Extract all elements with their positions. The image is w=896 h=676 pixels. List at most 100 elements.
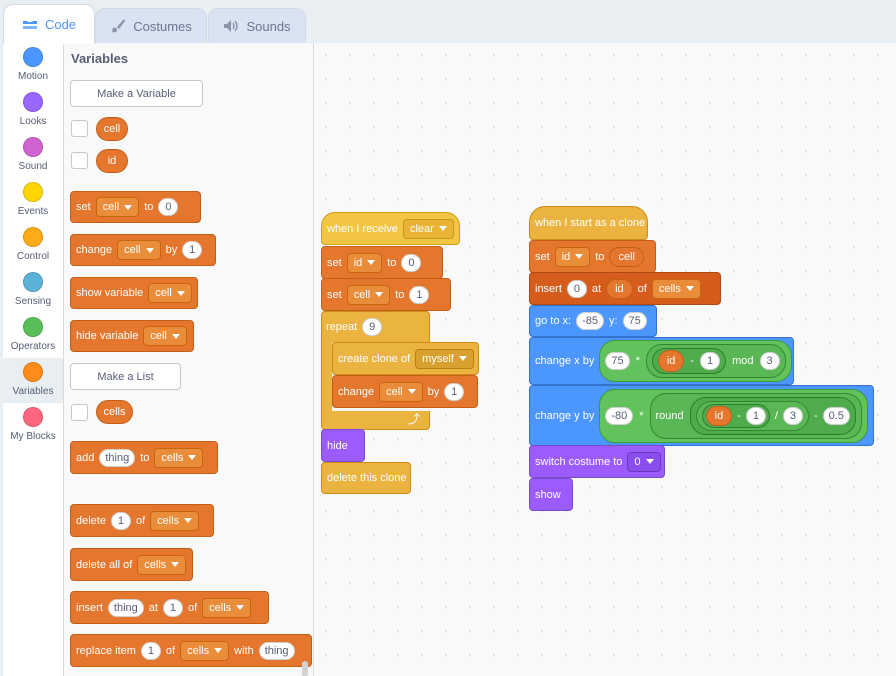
delete-this-clone-block[interactable]: delete this clone [321, 462, 411, 494]
palette-scrollbar[interactable] [302, 661, 308, 676]
delete-of-list-block[interactable]: delete 1 of cells [70, 504, 214, 537]
changey-multiply-operator[interactable]: -80 * round id - 1 / 3 - 0.5 [599, 388, 868, 443]
changex-a-input[interactable]: 75 [605, 352, 630, 370]
insert-at-list-block[interactable]: insert thing at 1 of cells [70, 591, 269, 624]
changex-c-input[interactable]: 3 [759, 352, 780, 370]
s2-insert-value-input[interactable]: 0 [566, 279, 587, 298]
show-block[interactable]: show [529, 478, 573, 511]
change-x-by-block[interactable]: change x by 75 * id - 1 mod 3 [529, 337, 794, 385]
create-clone-block[interactable]: create clone of myself [332, 342, 479, 375]
category-looks[interactable]: Looks [3, 88, 63, 133]
delete-all-of-list-block[interactable]: delete all of cells [70, 548, 193, 581]
script-workspace[interactable]: when I receive clear set id to 0 set cel… [314, 43, 896, 676]
variable-reporter-id[interactable]: id [96, 149, 128, 173]
list-checkbox-cells[interactable] [71, 404, 88, 421]
set-cell-block[interactable]: set cell to 1 [321, 278, 451, 311]
show-var-dropdown[interactable]: cell [148, 283, 192, 303]
when-i-receive-hat-block[interactable]: when I receive clear [321, 212, 460, 245]
go-to-xy-block[interactable]: go to x: -85 y: 75 [529, 305, 657, 337]
changex-id-reporter[interactable]: id [657, 350, 685, 372]
changey-round-operator[interactable]: round id - 1 / 3 - 0.5 [649, 392, 862, 439]
set-id-var-dropdown[interactable]: id [346, 252, 383, 273]
insert-value-input[interactable]: thing [107, 598, 144, 617]
changey-d-input[interactable]: 0.5 [822, 406, 850, 425]
insert-at-cells-block[interactable]: insert 0 at id of cells [529, 272, 721, 305]
when-i-start-as-clone-hat-block[interactable]: when I start as a clone [529, 206, 648, 240]
set-id-to-cell-block[interactable]: set id to cell [529, 240, 656, 273]
category-variables[interactable]: Variables [3, 358, 63, 403]
insert-index-input[interactable]: 1 [162, 598, 183, 617]
variable-checkbox-id[interactable] [71, 152, 88, 169]
changey-minus-outer-operator[interactable]: id - 1 / 3 - 0.5 [689, 396, 856, 435]
add-value-input[interactable]: thing [99, 448, 136, 467]
change-cell-block[interactable]: change cell by 1 [332, 375, 478, 408]
change-value-input[interactable]: 1 [182, 241, 203, 259]
delete-list-dropdown[interactable]: cells [150, 510, 200, 531]
hide-block[interactable]: hide [321, 429, 365, 462]
set-var-dropdown[interactable]: cell [95, 197, 140, 217]
s2-set-cell-reporter[interactable]: cell [609, 246, 644, 267]
repeat-count-input[interactable]: 9 [362, 318, 383, 336]
category-motion[interactable]: Motion [3, 43, 63, 88]
delete-index-input[interactable]: 1 [110, 511, 131, 530]
category-operators[interactable]: Operators [3, 313, 63, 358]
changey-minus-inner-operator[interactable]: id - 1 [701, 403, 770, 428]
changex-b-input[interactable]: 1 [700, 352, 721, 370]
add-list-dropdown[interactable]: cells [154, 447, 204, 468]
replace-item-block[interactable]: replace item 1 of cells with thing [70, 634, 312, 667]
changex-mod-operator[interactable]: id - 1 mod 3 [645, 344, 786, 378]
set-id-value-input[interactable]: 0 [401, 253, 422, 272]
switch-costume-block[interactable]: switch costume to 0 [529, 445, 665, 478]
s2-insert-id-reporter[interactable]: id [606, 278, 633, 299]
tab-code[interactable]: Code [3, 4, 95, 44]
set-value-input[interactable]: 0 [158, 198, 179, 216]
hide-variable-block[interactable]: hide variable cell [70, 320, 194, 352]
changey-b-input[interactable]: 1 [745, 406, 766, 425]
dropdown-arrow-icon [367, 260, 376, 265]
changey-divide-operator[interactable]: id - 1 / 3 [695, 400, 809, 431]
message-value: clear [409, 222, 434, 235]
change-y-by-block[interactable]: change y by -80 * round id - 1 / 3 [529, 385, 874, 446]
replace-index-input[interactable]: 1 [140, 641, 161, 660]
category-sound[interactable]: Sound [3, 133, 63, 178]
costume-dropdown[interactable]: 0 [627, 451, 661, 472]
list-reporter-cells[interactable]: cells [96, 400, 133, 424]
variable-checkbox-cell[interactable] [71, 120, 88, 137]
make-variable-button[interactable]: Make a Variable [70, 80, 203, 107]
message-dropdown[interactable]: clear [402, 218, 454, 239]
goto-y-input[interactable]: 75 [622, 312, 647, 330]
insert-list-dropdown[interactable]: cells [202, 597, 252, 618]
set-variable-block[interactable]: set cell to 0 [70, 191, 201, 223]
delete-all-list-dropdown[interactable]: cells [137, 554, 187, 575]
category-control[interactable]: Control [3, 223, 63, 268]
s2-insert-list-dropdown[interactable]: cells [651, 278, 701, 299]
changey-c-input[interactable]: 3 [782, 406, 803, 425]
replace-list-dropdown[interactable]: cells [180, 640, 230, 661]
category-sensing[interactable]: Sensing [3, 268, 63, 313]
set-id-block[interactable]: set id to 0 [321, 246, 443, 279]
change-cell-value-input[interactable]: 1 [444, 382, 465, 401]
tab-costumes[interactable]: Costumes [95, 8, 207, 43]
goto-x-input[interactable]: -85 [576, 312, 604, 330]
make-list-button[interactable]: Make a List [70, 363, 181, 390]
change-variable-block[interactable]: change cell by 1 [70, 234, 216, 266]
category-events[interactable]: Events [3, 178, 63, 223]
changex-multiply-operator[interactable]: 75 * id - 1 mod 3 [599, 340, 792, 382]
changey-a-input[interactable]: -80 [605, 406, 634, 425]
repeat-label: repeat [326, 321, 358, 333]
change-var-dropdown[interactable]: cell [117, 240, 161, 260]
s2-set-var-dropdown[interactable]: id [554, 246, 591, 267]
set-cell-var-dropdown[interactable]: cell [346, 284, 391, 305]
changey-id-reporter[interactable]: id [705, 405, 733, 426]
changex-minus-operator[interactable]: id - 1 [651, 348, 727, 374]
clone-target-dropdown[interactable]: myself [415, 348, 474, 369]
show-variable-block[interactable]: show variable cell [70, 277, 198, 309]
add-to-list-block[interactable]: add thing to cells [70, 441, 218, 474]
change-cell-var-dropdown[interactable]: cell [379, 381, 423, 402]
replace-value-input[interactable]: thing [258, 641, 295, 660]
set-cell-value-input[interactable]: 1 [409, 285, 430, 304]
hide-var-dropdown[interactable]: cell [143, 326, 187, 346]
variable-reporter-cell[interactable]: cell [96, 117, 128, 141]
tab-sounds[interactable]: Sounds [208, 8, 306, 43]
category-my-blocks[interactable]: My Blocks [3, 403, 63, 448]
